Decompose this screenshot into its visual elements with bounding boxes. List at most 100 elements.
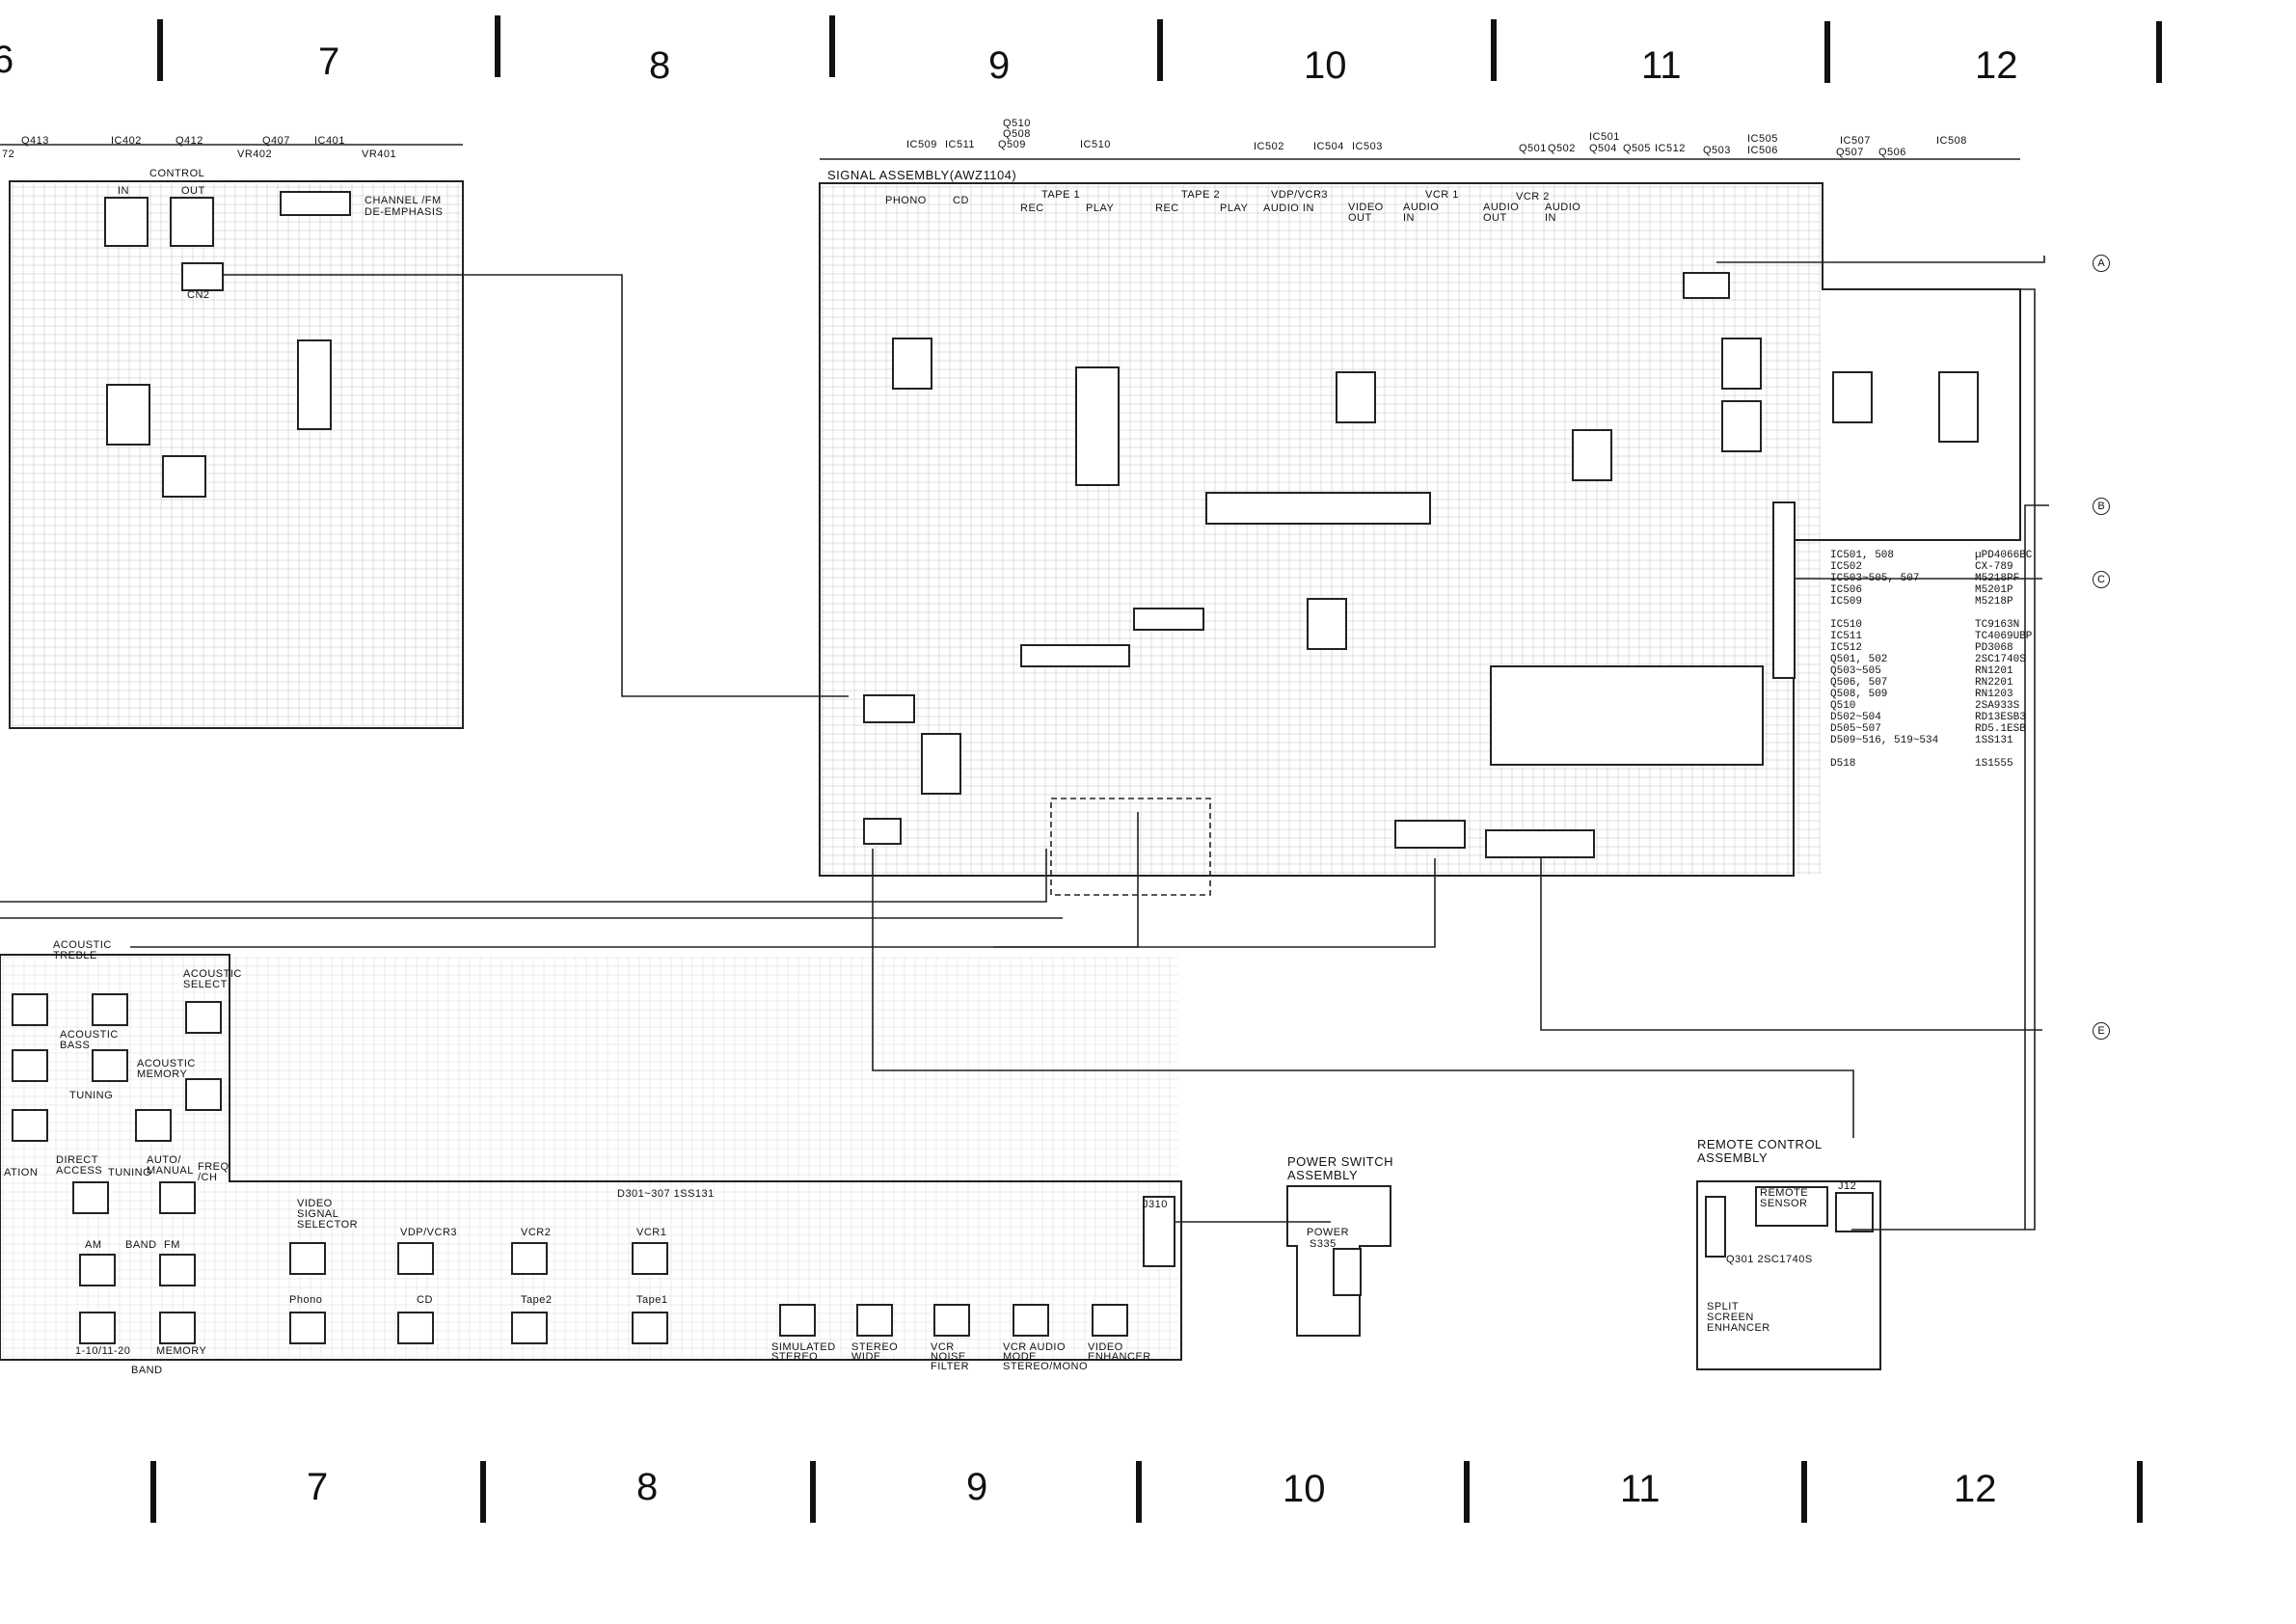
jack-label: PHONO — [885, 195, 927, 206]
power-switch-title: POWER SWITCH ASSEMBLY — [1287, 1154, 1393, 1182]
parts-type: M5201P — [1975, 584, 2013, 596]
ic502-chip — [1205, 492, 1431, 525]
parts-ref: Q508, 509 — [1830, 689, 1888, 700]
ref-label: Q505 — [1623, 143, 1651, 154]
switch-s343 — [779, 1304, 816, 1337]
jack-label: VCR 2 — [1516, 191, 1550, 203]
power-label: POWER — [1307, 1227, 1350, 1238]
switch-label: VCR2 — [521, 1227, 552, 1238]
switch-label: AUTO/ MANUAL — [147, 1154, 194, 1177]
signal-assembly-title: SIGNAL ASSEMBLY(AWZ1104) — [827, 168, 1017, 182]
grid-divider — [1136, 1461, 1142, 1523]
ref-label: IC503 — [1352, 141, 1383, 152]
grid-divider — [1157, 19, 1163, 81]
power-ref: S335 — [1310, 1238, 1337, 1250]
switch-s347 — [632, 1242, 668, 1275]
parts-ref: IC506 — [1830, 584, 1863, 596]
switch-label: VCR1 — [636, 1227, 667, 1238]
grid-number: 7 — [318, 41, 340, 83]
parts-ref: IC501, 508 — [1830, 550, 1895, 561]
parts-type: 1S1555 — [1975, 758, 2013, 770]
grid-divider — [1801, 1461, 1807, 1523]
remote-sensor-box — [1755, 1186, 1828, 1227]
switch-s312 — [12, 1109, 48, 1142]
remote-side-connector — [1705, 1196, 1726, 1258]
ic504-chip — [1307, 598, 1347, 650]
jack-label: PLAY — [1086, 203, 1115, 214]
marker-c: C — [2093, 571, 2110, 588]
connector-top — [1683, 272, 1730, 299]
parts-type: CX-789 — [1975, 561, 2013, 573]
jack-label: PLAY — [1220, 203, 1249, 214]
ref-label: IC401 — [314, 135, 345, 147]
grid-divider — [1824, 21, 1830, 83]
ref-label: IC507 — [1840, 135, 1871, 147]
grid-number: 7 — [307, 1466, 329, 1508]
ref-label: IC402 — [111, 135, 142, 147]
deemphasis-label: CHANNEL /FM DE-EMPHASIS — [365, 195, 444, 218]
switch-label: 1-10/11-20 — [75, 1345, 131, 1357]
ref-label: VR402 — [237, 149, 273, 160]
grid-divider — [829, 15, 835, 77]
grid-number: 8 — [649, 44, 671, 87]
parts-type: TC4069UBP — [1975, 631, 2033, 642]
switch-label: ACOUSTIC SELECT — [183, 968, 242, 990]
switch-s311 — [92, 1049, 128, 1082]
jack-label: AUDIO OUT — [1483, 202, 1520, 224]
switch-s341 — [933, 1304, 970, 1337]
connector-j11 — [1485, 829, 1595, 858]
connector-j310 — [1143, 1196, 1175, 1267]
ref-label: IC505 — [1747, 133, 1778, 145]
ref-label: Q504 — [1589, 143, 1617, 154]
grid-number: 9 — [966, 1466, 988, 1508]
switch-label: SIMULATED STEREO — [771, 1341, 836, 1363]
parts-ref: IC503~505, 507 — [1830, 573, 1920, 584]
ref-label: IC510 — [1080, 139, 1111, 150]
switch-label: STEREO WIDE — [851, 1341, 899, 1363]
connector-left — [863, 694, 915, 723]
ref-label: IC511 — [945, 139, 976, 150]
ic511-chip — [921, 733, 961, 795]
parts-ref: IC509 — [1830, 596, 1863, 608]
marker-b: B — [2093, 498, 2110, 515]
ref-label: IC502 — [1254, 141, 1284, 152]
switch-s344 — [289, 1312, 326, 1344]
parts-type: M5218PF — [1975, 573, 2020, 584]
parts-type — [1975, 746, 2091, 758]
connector-j3 — [1772, 501, 1796, 679]
switch-s319 — [72, 1181, 109, 1214]
diode-note: D301~307 1SS131 — [617, 1188, 715, 1200]
grid-number: 8 — [636, 1466, 659, 1508]
ref-label: Q508 — [1003, 128, 1031, 140]
grid-number: 9 — [988, 44, 1011, 87]
ic503-chip — [1336, 371, 1376, 423]
jack-label: VCR 1 — [1425, 189, 1459, 201]
parts-type: 2SC1740S — [1975, 654, 2026, 665]
jack-label: AUDIO IN — [1263, 203, 1314, 214]
remote-title: REMOTE CONTROL ASSEMBLY — [1697, 1137, 1823, 1165]
remote-connector-label: J12 — [1838, 1180, 1857, 1192]
connector-j7 — [1394, 820, 1466, 849]
switch-label: ACOUSTIC TREBLE — [53, 939, 112, 961]
parts-ref: IC512 — [1830, 642, 1863, 654]
switch-label: ACOUSTIC BASS — [60, 1029, 119, 1051]
ic512-chip — [1490, 665, 1764, 766]
grid-divider — [480, 1461, 486, 1523]
switch-label: VCR AUDIO MODE STEREO/MONO — [1003, 1341, 1089, 1372]
jack-label: TAPE 1 — [1041, 189, 1081, 201]
signal-board-pcb — [822, 185, 1821, 874]
grid-divider — [157, 19, 163, 81]
grid-number: 12 — [1954, 1468, 1997, 1510]
ref-label: IC504 — [1313, 141, 1344, 152]
connector-label: J310 — [1143, 1199, 1168, 1210]
control-out-jack — [170, 197, 214, 247]
parts-type: RN2201 — [1975, 677, 2013, 689]
switch-label: VIDEO SIGNAL SELECTOR — [297, 1198, 359, 1231]
switch-label: VIDEO ENHANCER — [1088, 1341, 1151, 1363]
parts-ref: D509~516, 519~534 — [1830, 735, 1939, 746]
switch-label: AM — [85, 1239, 102, 1251]
grid-number: 10 — [1304, 44, 1347, 87]
remote-connector — [1835, 1192, 1874, 1232]
grid-divider — [1464, 1461, 1470, 1523]
power-switch-connector — [1333, 1248, 1362, 1296]
